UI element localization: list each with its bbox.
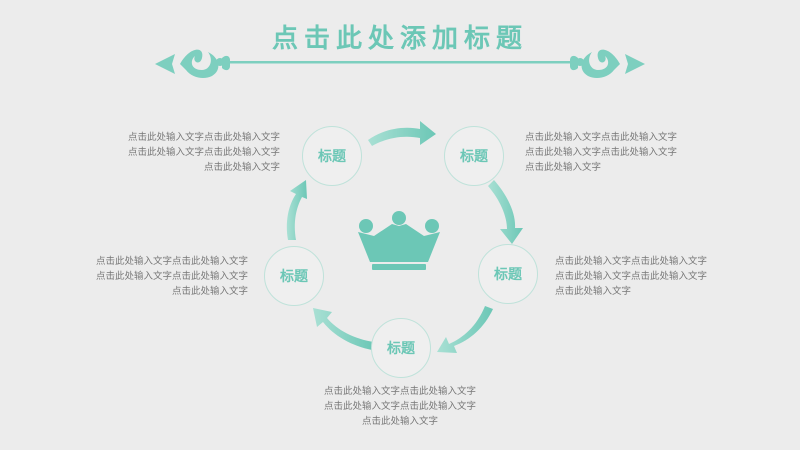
node-2-text[interactable]: 点击此处输入文字点击此处输入文字点击此处输入文字点击此处输入文字点击此处输入文字 — [525, 132, 678, 173]
node-3-text[interactable]: 点击此处输入文字点击此处输入文字点击此处输入文字点击此处输入文字点击此处输入文字 — [555, 256, 708, 297]
node-3[interactable]: 标题 — [478, 244, 538, 304]
arrow-2 — [488, 180, 523, 244]
arrow-4 — [313, 308, 374, 350]
node-4[interactable]: 标题 — [264, 246, 324, 306]
node-2-label: 标题 — [460, 149, 488, 165]
node-4-text[interactable]: 点击此处输入文字点击此处输入文字点击此处输入文字点击此处输入文字点击此处输入文字 — [95, 256, 248, 297]
node-3-label: 标题 — [494, 267, 522, 283]
crown-icon — [358, 211, 440, 270]
slide-title[interactable]: 点击此处添加标题 — [271, 24, 528, 54]
node-1-text[interactable]: 点击此处输入文字点击此处输入文字点击此处输入文字点击此处输入文字点击此处输入文字 — [127, 132, 280, 173]
arrow-5 — [286, 180, 307, 240]
node-5-text[interactable]: 点击此处输入文字点击此处输入文字点击此处输入文字点击此处输入文字点击此处输入文字 — [323, 386, 476, 427]
node-2[interactable]: 标题 — [444, 126, 504, 186]
node-1[interactable]: 标题 — [302, 126, 362, 186]
arrow-1 — [368, 121, 436, 146]
node-5-label: 标题 — [387, 341, 415, 357]
node-5[interactable]: 标题 — [371, 318, 431, 378]
title-ornament — [155, 49, 645, 78]
node-4-label: 标题 — [280, 269, 308, 285]
arrow-3 — [437, 306, 493, 353]
node-1-label: 标题 — [318, 149, 346, 165]
